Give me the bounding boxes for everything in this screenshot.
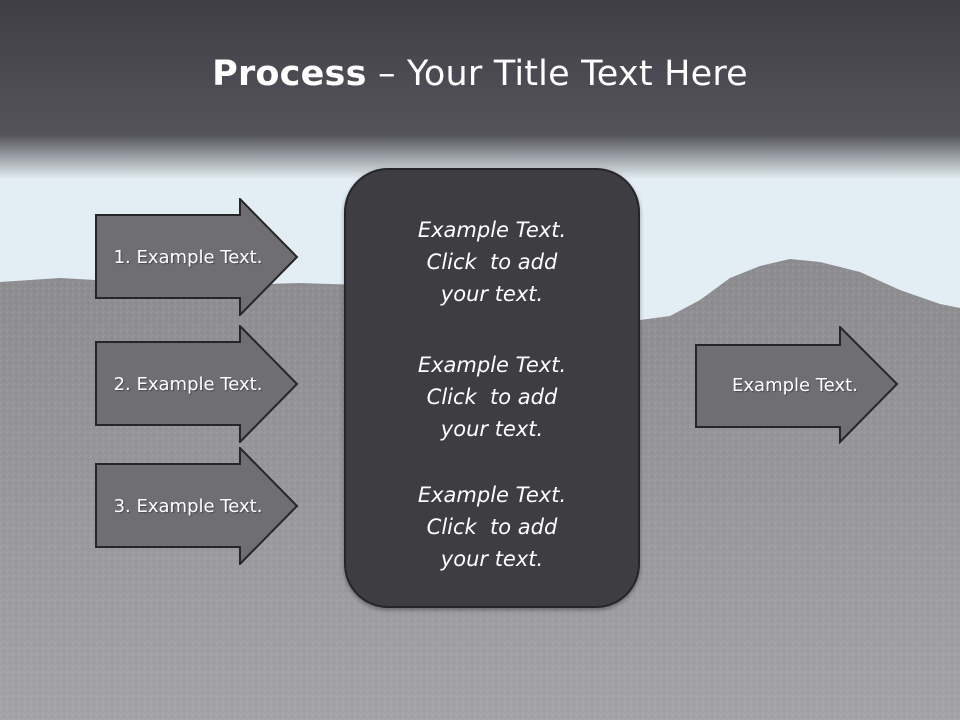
right-arrow[interactable]: Example Text. [695, 326, 899, 444]
left-arrow-3[interactable]: 3. Example Text. [95, 447, 299, 565]
right-arrow-label: Example Text. [732, 374, 858, 396]
block-2-line-1: Example Text. [417, 353, 567, 377]
center-content-box[interactable]: Example Text. Click to add your text. Ex… [344, 168, 640, 608]
left-arrow-2-label: 2. Example Text. [113, 373, 263, 395]
block-1-line-2: Click to add [426, 250, 558, 274]
arrow-right-icon [95, 198, 299, 316]
left-arrow-3-label: 3. Example Text. [113, 495, 263, 517]
center-text-block-3[interactable]: Example Text. Click to add your text. [346, 479, 638, 575]
left-arrow-1[interactable]: 1. Example Text. [95, 198, 299, 316]
block-2-line-2: Click to add [426, 385, 558, 409]
center-text-block-1[interactable]: Example Text. Click to add your text. [346, 214, 638, 310]
block-3-line-3: your text. [440, 547, 544, 571]
arrow-right-icon [95, 325, 299, 443]
block-1-line-1: Example Text. [417, 218, 567, 242]
left-arrow-1-label: 1. Example Text. [113, 246, 263, 268]
left-arrow-2[interactable]: 2. Example Text. [95, 325, 299, 443]
title-rest: – Your Title Text Here [366, 54, 748, 94]
block-2-line-3: your text. [440, 417, 544, 441]
title-bold: Process [212, 54, 367, 94]
block-3-line-1: Example Text. [417, 483, 567, 507]
arrow-right-icon [695, 326, 899, 444]
title-band [0, 0, 960, 180]
slide-title: Process – Your Title Text Here [0, 52, 960, 96]
block-1-line-3: your text. [440, 282, 544, 306]
arrow-right-icon [95, 447, 299, 565]
center-text-block-2[interactable]: Example Text. Click to add your text. [346, 349, 638, 445]
block-3-line-2: Click to add [426, 515, 558, 539]
